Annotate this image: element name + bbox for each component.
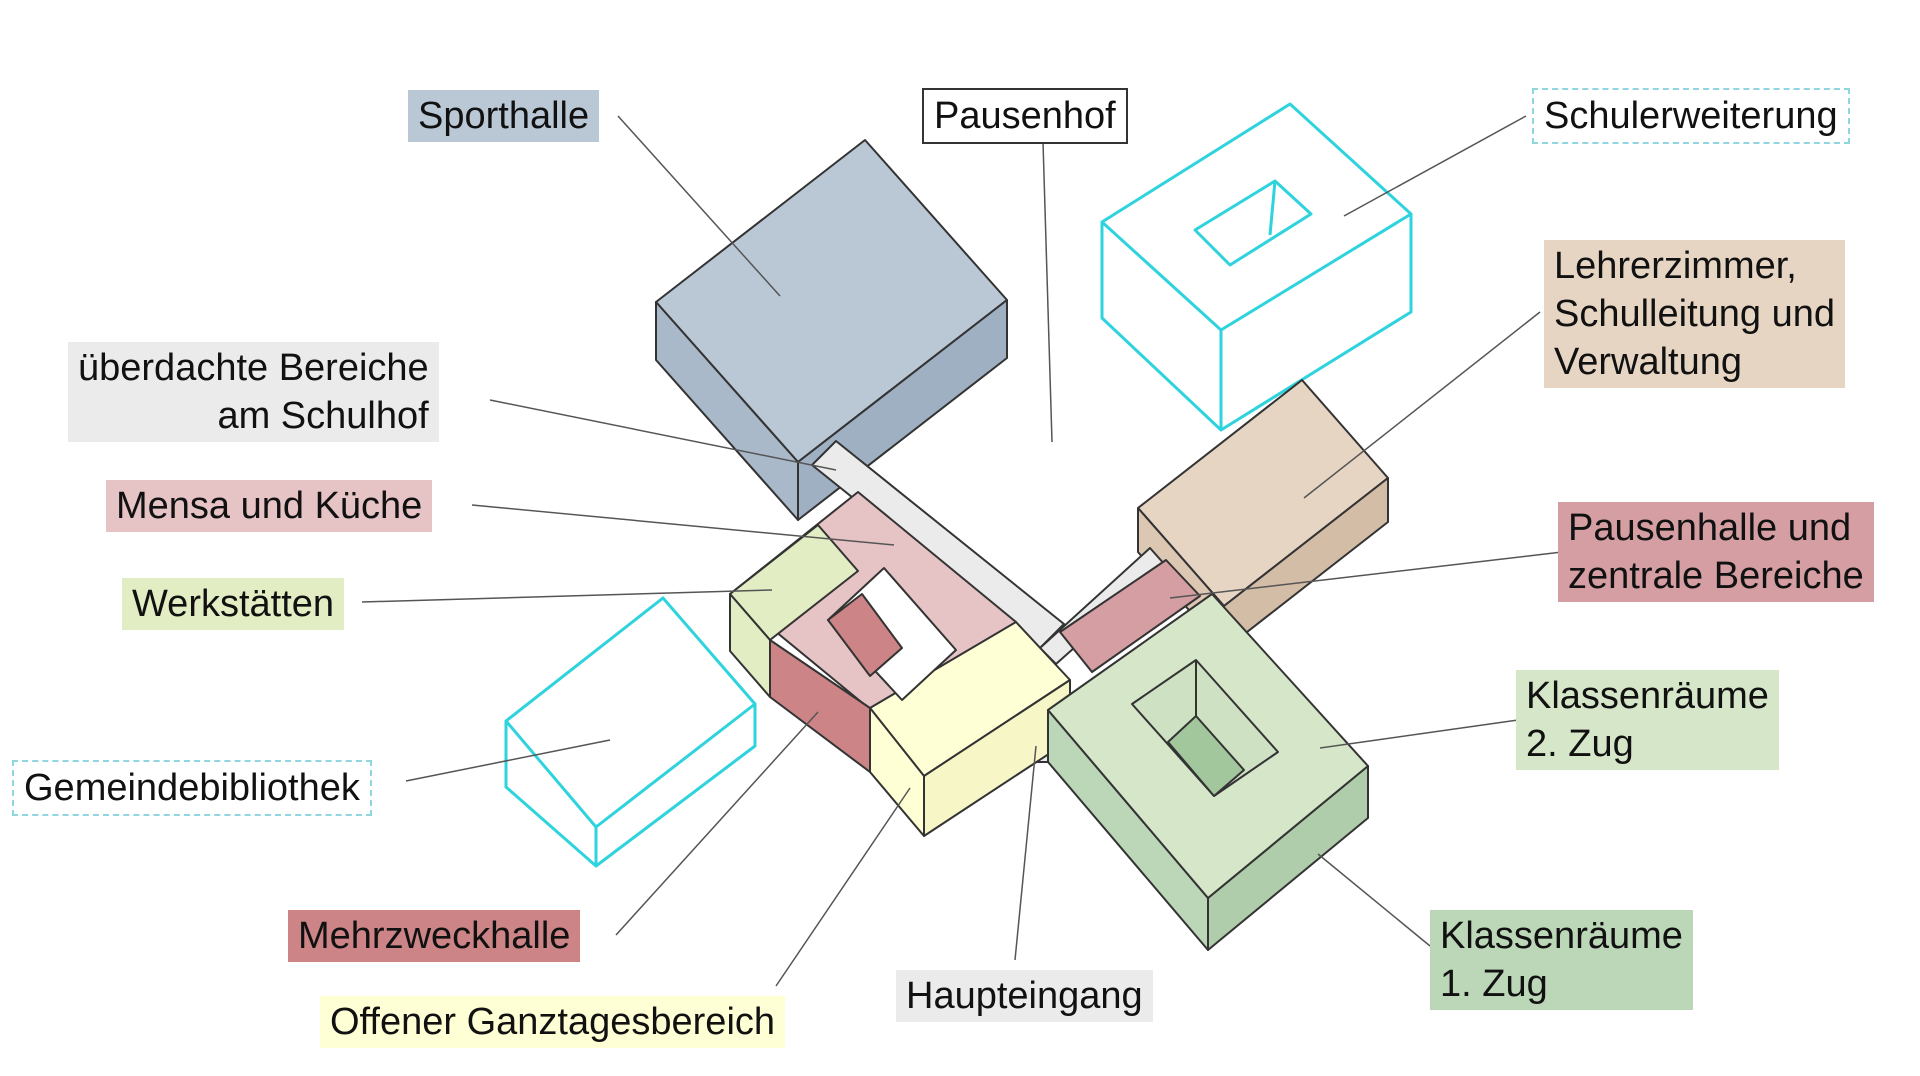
schulerweiterung-side-left — [1100, 222, 1223, 432]
pausenhalle-top — [1059, 559, 1201, 673]
mehrzweck-courtyard-wall — [827, 593, 903, 677]
klassen1-courtyard-floor — [1167, 715, 1245, 797]
leader-klassen1 — [1317, 853, 1431, 947]
label-pausenhof: Pausenhof — [922, 88, 1128, 144]
gemeindebibliothek-block — [504, 596, 757, 868]
label-klassen1-line1: Klassenräume — [1440, 915, 1683, 957]
label-pausenhalle-line1: Pausenhalle und — [1568, 507, 1852, 549]
label-haupteingang-line1: Haupteingang — [906, 975, 1143, 1017]
label-ueberdacht-line1: überdachte Bereiche — [78, 347, 429, 389]
leader-lehrerzimmer — [1303, 311, 1541, 499]
label-schulerweiterung: Schulerweiterung — [1532, 88, 1850, 144]
leader-mehrzweck — [615, 711, 819, 936]
leader-gemeindebibliothek — [405, 739, 611, 782]
label-pausenhalle: Pausenhalle und zentrale Bereiche — [1558, 502, 1874, 602]
leader-haupteingang — [1014, 745, 1037, 961]
mehrzweck-front — [769, 639, 871, 773]
label-werkstaetten-line1: Werkstätten — [132, 583, 335, 625]
gemeindebibliothek-top — [504, 596, 757, 829]
label-klassen2: Klassenräume 2. Zug — [1516, 670, 1779, 770]
label-klassen2-line2: 2. Zug — [1526, 723, 1634, 765]
label-haupteingang: Haupteingang — [896, 970, 1153, 1022]
label-sporthalle: Sporthalle — [408, 90, 600, 142]
label-lehrerzimmer: Lehrerzimmer, Schulleitung und Verwaltun… — [1544, 240, 1845, 388]
leader-sporthalle — [617, 115, 781, 297]
label-mehrzweck: Mehrzweckhalle — [288, 910, 581, 962]
label-pausenhalle-line2: zentrale Bereiche — [1568, 555, 1864, 597]
label-klassen1: Klassenräume 1. Zug — [1430, 910, 1693, 1010]
schulerweiterung-top — [1100, 102, 1413, 332]
schulerweiterung-block — [1100, 102, 1413, 432]
label-ueberdacht-line2: am Schulhof — [217, 395, 429, 437]
leader-lines — [361, 115, 1563, 987]
label-lehrerzimmer-line1: Lehrerzimmer, — [1554, 245, 1797, 287]
label-sporthalle-line1: Sporthalle — [418, 95, 590, 137]
label-klassen1-line2: 1. Zug — [1440, 963, 1548, 1005]
leader-mensa — [471, 504, 895, 546]
label-ueberdacht: überdachte Bereiche am Schulhof — [68, 342, 439, 442]
gemeindebibliothek-side — [504, 704, 757, 868]
klassen-block — [1047, 593, 1369, 951]
label-lehrerzimmer-line2: Schulleitung und — [1554, 293, 1835, 335]
label-offener: Offener Ganztagesbereich — [320, 996, 786, 1048]
label-gemeindebibliothek-line1: Gemeindebibliothek — [24, 767, 360, 809]
label-gemeindebibliothek: Gemeindebibliothek — [12, 760, 372, 816]
leader-ueberdacht — [489, 399, 837, 471]
schulerweiterung-courtyard-edge — [1268, 180, 1277, 236]
label-mensa: Mensa und Küche — [106, 480, 433, 532]
schulerweiterung-courtyard — [1193, 179, 1313, 267]
label-werkstaetten: Werkstätten — [122, 578, 345, 630]
leader-klassen2 — [1319, 719, 1519, 749]
label-lehrerzimmer-line3: Verwaltung — [1554, 341, 1743, 383]
leader-werkstaetten — [361, 589, 773, 603]
leader-offener — [775, 787, 911, 987]
label-klassen2-line1: Klassenräume — [1526, 675, 1769, 717]
label-offener-line1: Offener Ganztagesbereich — [330, 1001, 776, 1043]
label-schulerweiterung-line1: Schulerweiterung — [1544, 95, 1838, 137]
leader-pausenhof — [1042, 141, 1053, 443]
label-pausenhof-line1: Pausenhof — [934, 95, 1116, 137]
schulerweiterung-side-right — [1220, 214, 1413, 432]
pausenhalle-block — [1059, 559, 1201, 673]
leader-schulerweiterung — [1343, 115, 1527, 217]
leader-pausenhalle — [1169, 551, 1563, 599]
label-mehrzweck-line1: Mehrzweckhalle — [298, 915, 571, 957]
west-school-block — [729, 491, 1071, 837]
label-mensa-line1: Mensa und Küche — [116, 485, 423, 527]
